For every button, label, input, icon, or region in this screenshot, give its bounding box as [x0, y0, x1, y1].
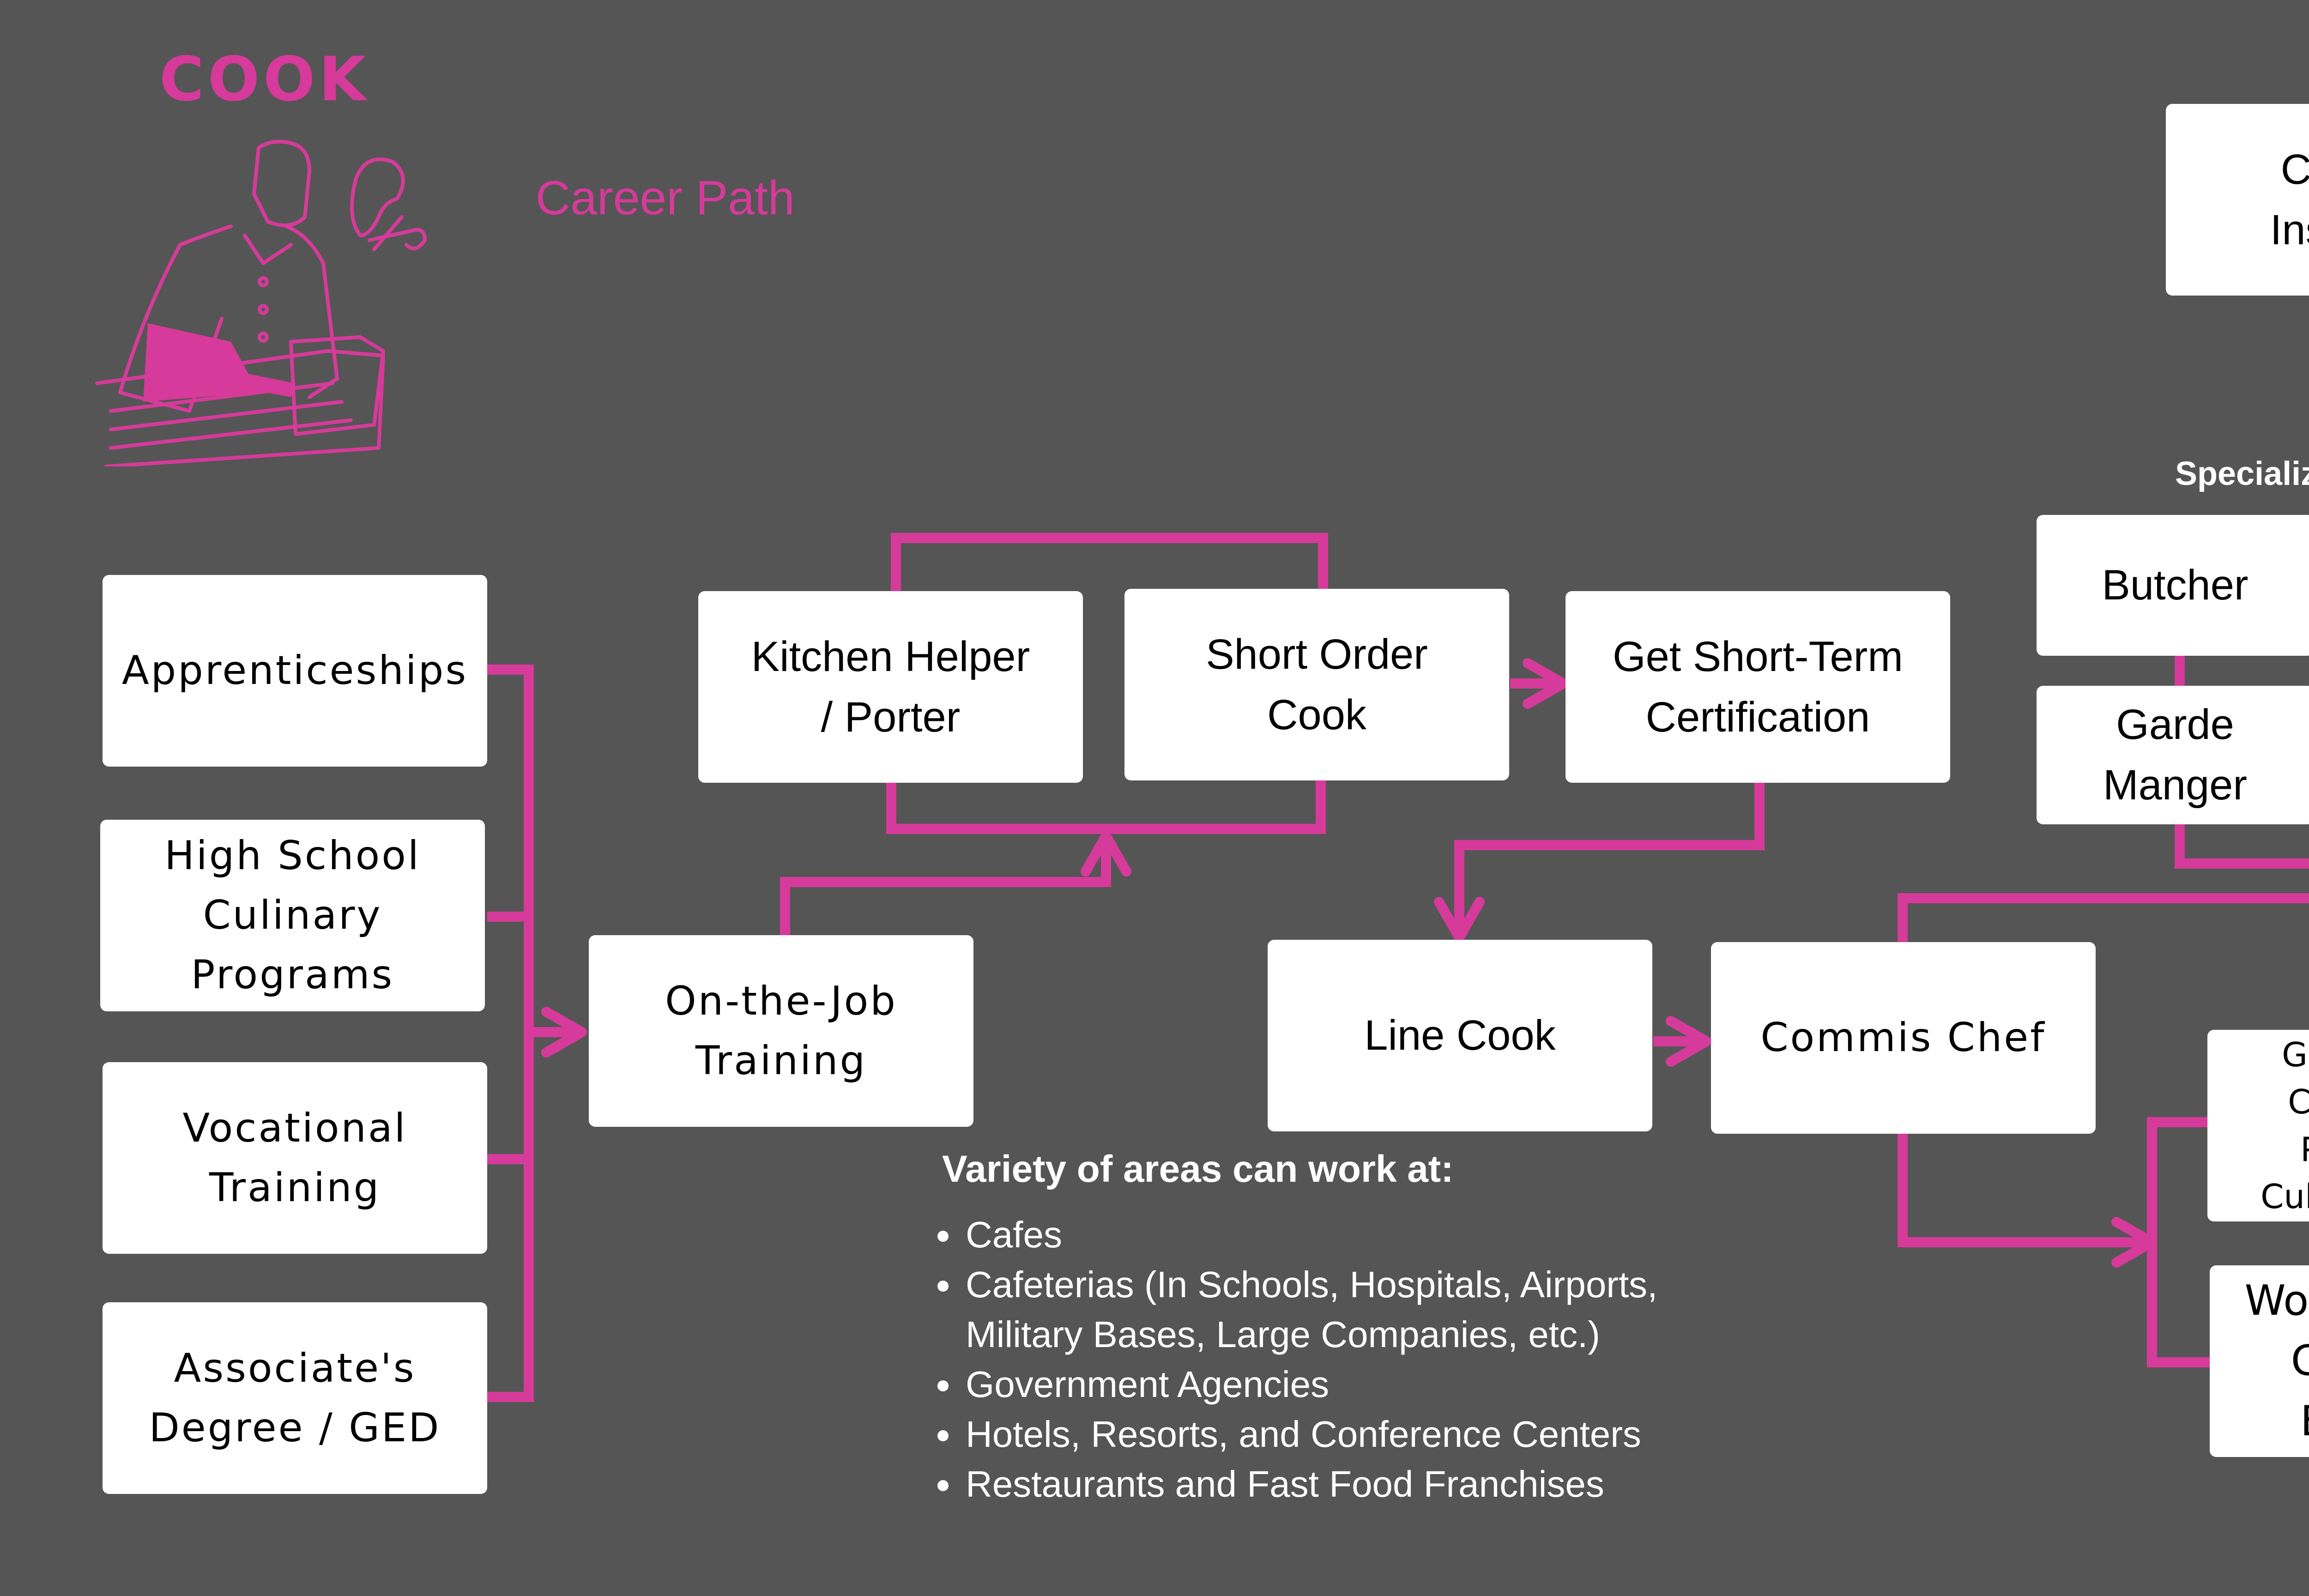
page-title: COOK [159, 44, 370, 115]
area-item: Cafeterias (In Schools, Hospitals, Airpo… [963, 1260, 1748, 1360]
area-item: Cafes [963, 1210, 1748, 1260]
box-kitchen-helper[interactable]: Kitchen Helper / Porter [698, 591, 1083, 783]
area-item: Hotels, Resorts, and Conference Centers [963, 1409, 1748, 1459]
box-culinary-instructor[interactable]: Culinary Instructor [2166, 104, 2309, 296]
box-associates-degree[interactable]: Associate's Degree / GED [103, 1302, 487, 1494]
box-butcher[interactable]: Butcher [2037, 515, 2309, 656]
box-workshops-continuing-education[interactable]: Workshops and Continuing Education [2210, 1265, 2309, 1457]
box-short-order-cook[interactable]: Short Order Cook [1124, 589, 1509, 780]
box-vocational-training[interactable]: Vocational Training [103, 1062, 487, 1254]
area-item: Government Agencies [963, 1360, 1748, 1409]
box-short-term-certification[interactable]: Get Short-Term Certification [1566, 591, 1950, 783]
box-commis-chef[interactable]: Commis Chef [1711, 942, 2096, 1134]
box-line-cook[interactable]: Line Cook [1268, 940, 1652, 1131]
box-on-the-job-training[interactable]: On-the-Job Training [589, 935, 973, 1127]
box-high-school-culinary[interactable]: High School Culinary Programs [100, 820, 485, 1011]
specialized-roles-heading: Specialized Roles [2175, 455, 2309, 492]
areas-list: Cafes Cafeterias (In Schools, Hospitals,… [926, 1210, 1748, 1509]
areas-heading: Variety of areas can work at: [942, 1148, 1454, 1190]
box-garde-manger[interactable]: Garde Manger [2037, 686, 2309, 824]
chef-illustration [95, 139, 427, 466]
area-item: Restaurants and Fast Food Franchises [963, 1459, 1748, 1509]
page-subtitle: Career Path [536, 171, 795, 225]
box-apprenticeships[interactable]: Apprenticeships [103, 575, 487, 767]
box-additional-certification[interactable]: Get Additional Certification / Professio… [2207, 1030, 2309, 1221]
